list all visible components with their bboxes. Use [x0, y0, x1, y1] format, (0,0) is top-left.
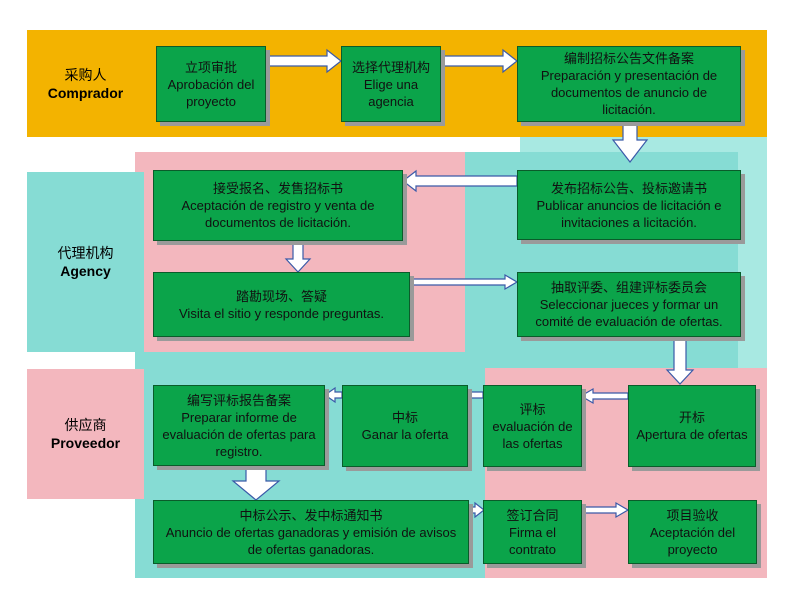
role-buyer-en: Comprador [47, 84, 124, 101]
step-sign-contract-es: Firma el contrato [509, 524, 556, 557]
step-award-announcement-zh: 中标公示、发中标通知书 [239, 507, 383, 523]
agency-right-band [738, 152, 767, 368]
step-bid-evaluation-zh: 评标 [519, 401, 546, 417]
step-project-approval-zh: 立项审批 [184, 59, 237, 75]
role-agency-zh: 代理机构 [57, 245, 114, 261]
role-buyer-zh: 采购人 [64, 66, 107, 83]
step-site-visit-es: Visita el sitio y responde preguntas. [179, 305, 384, 321]
step-select-judges: 抽取评委、组建评标委员会 Seleccionar jueces y formar… [517, 272, 741, 337]
step-win-bid-es: Ganar la oferta [361, 427, 449, 442]
step-evaluation-report: 编写评标报告备案 Preparar informe de evaluación … [153, 385, 325, 466]
step-evaluation-report-zh: 编写评标报告备案 [186, 392, 291, 408]
step-accept-registration-zh: 接受报名、发售招标书 [212, 181, 343, 196]
step-accept-registration-es: Aceptación de registro y venta de docume… [181, 198, 375, 230]
step-select-judges-es: Seleccionar jueces y formar un comité de… [535, 297, 723, 329]
step-select-judges-zh: 抽取评委、组建评标委员会 [550, 280, 707, 295]
step-sign-contract-zh: 签订合同 [506, 507, 559, 523]
step-bid-evaluation-es: evaluación de las ofertas [492, 418, 573, 451]
step-choose-agency-zh: 选择代理机构 [351, 59, 430, 75]
step-bid-evaluation: 评标 evaluación de las ofertas [483, 385, 582, 467]
step-prepare-tender-docs-es: Preparación y presentación de documentos… [540, 68, 718, 117]
step-award-announcement: 中标公示、发中标通知书 Anuncio de ofertas ganadoras… [153, 500, 469, 564]
step-win-bid-zh: 中标 [391, 410, 418, 425]
step-site-visit: 踏勘现场、答疑 Visita el sitio y responde pregu… [153, 272, 410, 337]
buyer-agency-connector-band [520, 137, 767, 152]
role-buyer: 采购人 Comprador [27, 30, 144, 137]
supplier-step-strip [465, 352, 485, 368]
step-project-acceptance-zh: 项目验收 [666, 507, 719, 523]
role-agency: 代理机构 Agency [27, 172, 144, 352]
step-choose-agency-es: Elige una agencia [363, 76, 419, 109]
step-bid-opening: 开标 Apertura de ofertas [628, 385, 756, 467]
step-award-announcement-es: Anuncio de ofertas ganadoras y emisión d… [165, 524, 457, 557]
role-agency-en: Agency [60, 263, 111, 279]
step-publish-tender-notice-zh: 发布招标公告、投标邀请书 [550, 180, 707, 196]
step-project-approval-es: Aprobación del proyecto [167, 76, 255, 109]
role-supplier-en: Proveedor [50, 435, 121, 451]
step-site-visit-zh: 踏勘现场、答疑 [235, 288, 327, 304]
step-sign-contract: 签订合同 Firma el contrato [483, 500, 582, 564]
step-project-acceptance: 项目验收 Aceptación del proyecto [628, 500, 757, 564]
step-prepare-tender-docs: 编制招标公告文件备案 Preparación y presentación de… [517, 46, 741, 122]
step-bid-opening-es: Apertura de ofertas [636, 427, 748, 442]
role-supplier: 供应商 Proveedor [27, 369, 144, 499]
step-win-bid: 中标 Ganar la oferta [342, 385, 468, 467]
step-project-approval: 立项审批 Aprobación del proyecto [156, 46, 266, 122]
step-publish-tender-notice: 发布招标公告、投标邀请书 Publicar anuncios de licita… [517, 170, 741, 240]
role-supplier-zh: 供应商 [64, 417, 107, 433]
step-prepare-tender-docs-zh: 编制招标公告文件备案 [563, 51, 694, 66]
step-evaluation-report-es: Preparar informe de evaluación de oferta… [162, 409, 316, 459]
step-choose-agency: 选择代理机构 Elige una agencia [341, 46, 441, 122]
step-accept-registration: 接受报名、发售招标书 Aceptación de registro y vent… [153, 170, 403, 241]
step-publish-tender-notice-es: Publicar anuncios de licitación e invita… [536, 197, 722, 230]
step-project-acceptance-es: Aceptación del proyecto [649, 524, 736, 557]
step-bid-opening-zh: 开标 [678, 410, 705, 425]
